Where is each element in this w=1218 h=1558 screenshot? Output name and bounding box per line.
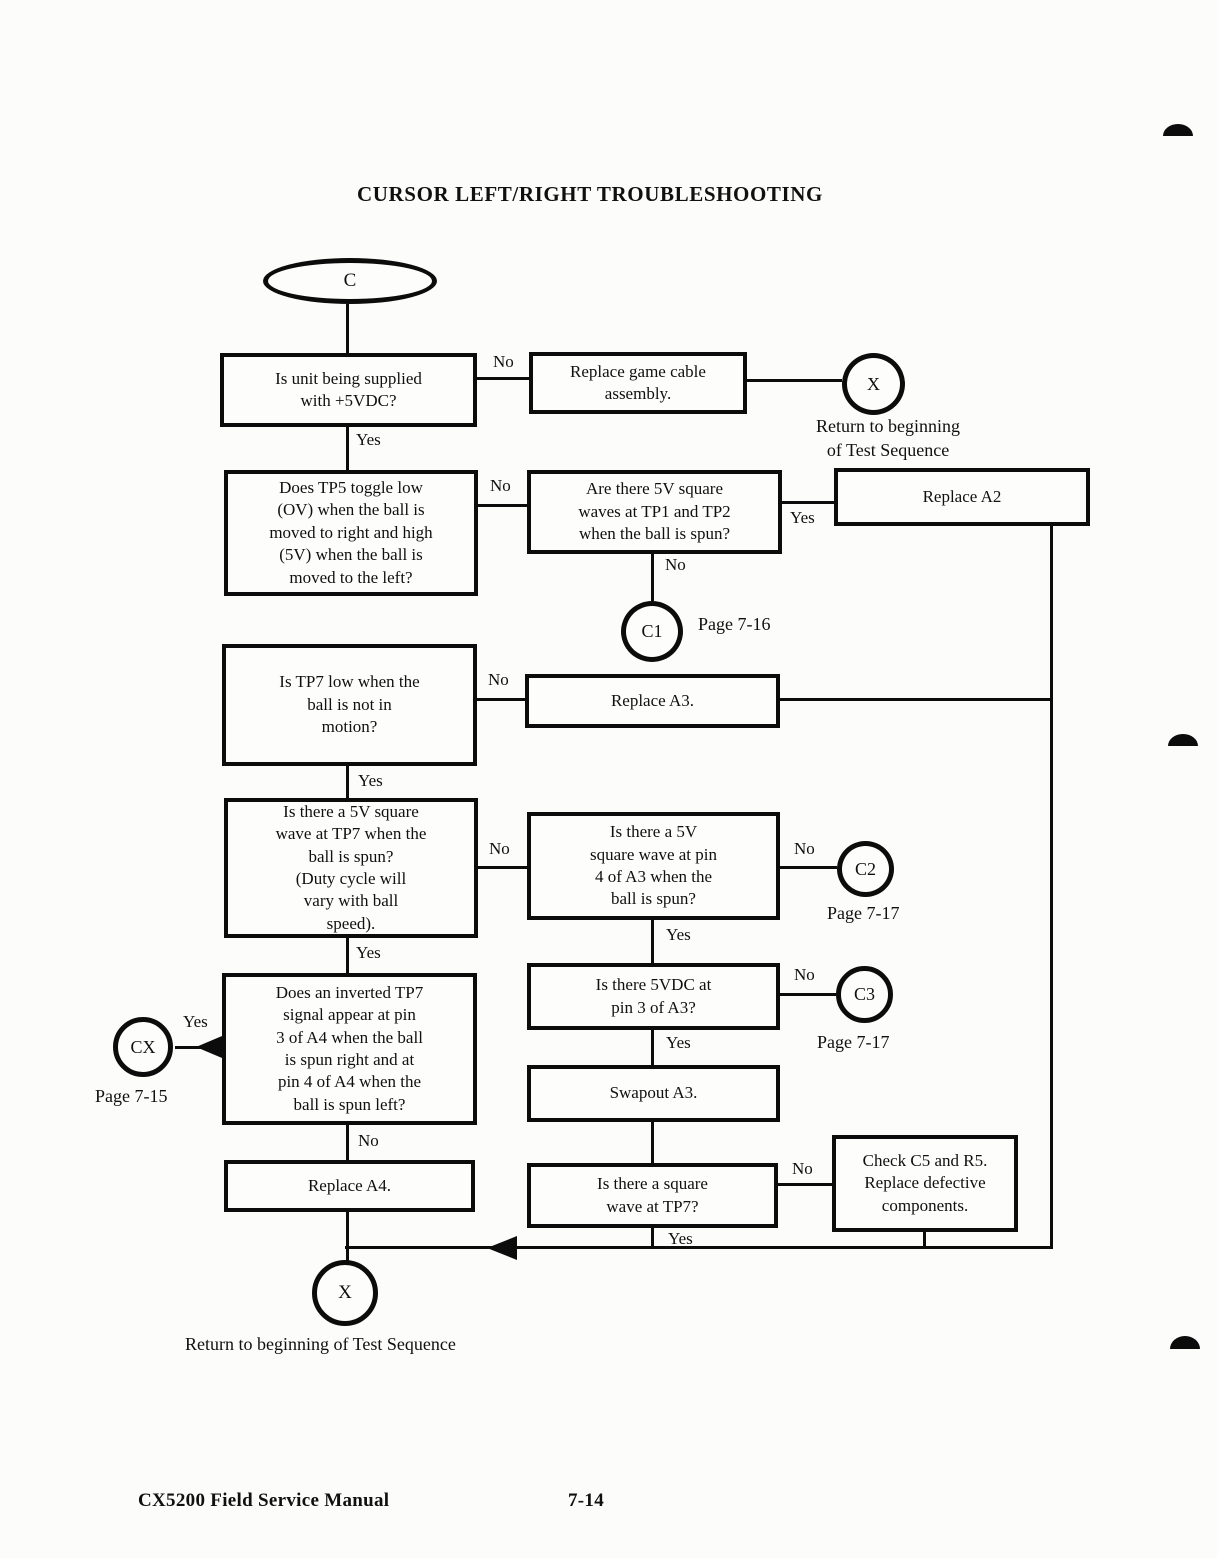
connector-qtp7low-no (477, 698, 525, 701)
arrowhead-bottom-return (487, 1236, 517, 1260)
connector-qpin4-no (780, 866, 837, 869)
action-replace-a2: Replace A2 (834, 468, 1090, 526)
x-terminal-top-label: X (867, 373, 880, 394)
connector-qsqtp7-yes (651, 1228, 654, 1248)
action-replace-game-cable: Replace game cable assembly. (529, 352, 747, 414)
connector-right-return-line (1050, 526, 1053, 1248)
decision-pin4-a3: Is there a 5V square wave at pin 4 of A3… (527, 812, 780, 920)
action-replace-a3: Replace A3. (525, 674, 780, 728)
yes-label: Yes (666, 925, 691, 944)
yes-label: Yes (183, 1012, 208, 1031)
action-replace-a4: Replace A4. (224, 1160, 475, 1212)
footer-page-number: 7-14 (568, 1490, 605, 1511)
c3-terminal-label: C3 (853, 984, 875, 1004)
connector-qtp7low-yes (346, 766, 349, 798)
c2-terminal-label: C2 (854, 858, 876, 879)
binding-mark-bottom (1170, 1336, 1200, 1349)
connector-qinverted-no (346, 1125, 349, 1160)
cx-connector-terminal: CX (113, 1017, 173, 1077)
yes-label: Yes (356, 943, 381, 962)
x-terminal-top: X (842, 353, 905, 415)
x-terminal-bottom-caption: Return to beginning of Test Sequence (185, 1334, 456, 1354)
connector-q5vdc-no (780, 993, 836, 996)
connector-a4-to-x (346, 1212, 349, 1262)
x-terminal-top-caption: Return to beginning of Test Sequence (816, 416, 960, 461)
no-label: No (358, 1131, 379, 1150)
decision-tp7-square-wave: Is there a 5V square wave at TP7 when th… (224, 798, 478, 938)
no-label: No (665, 555, 686, 574)
binding-mark-middle (1168, 734, 1198, 746)
connector-qtp7sq-no (478, 866, 527, 869)
yes-label: Yes (790, 508, 815, 527)
yes-label: Yes (358, 771, 383, 790)
arrowhead-to-cx (196, 1036, 222, 1058)
start-terminal: C (263, 258, 437, 304)
connector-a3-to-return-line (780, 698, 1050, 701)
cx-terminal-label: CX (130, 1036, 156, 1057)
c3-connector-terminal: C3 (836, 966, 893, 1023)
start-terminal-label: C (343, 270, 357, 291)
decision-tp5-toggle: Does TP5 toggle low (OV) when the ball i… (224, 470, 478, 596)
yes-label: Yes (668, 1229, 693, 1248)
connector-qtp7sq-yes (346, 938, 349, 973)
no-label: No (490, 476, 511, 495)
no-label: No (488, 670, 509, 689)
c2-page-ref: Page 7-17 (827, 903, 900, 923)
footer-manual-name: CX5200 Field Service Manual (138, 1490, 390, 1511)
c1-terminal-label: C1 (641, 621, 663, 641)
c2-connector-terminal: C2 (837, 841, 894, 897)
connector-bottom-return-line (345, 1246, 1053, 1249)
decision-square-wave-tp7: Is there a square wave at TP7? (527, 1163, 778, 1228)
page-title: CURSOR LEFT/RIGHT TROUBLESHOOTING (357, 182, 823, 206)
decision-inverted-tp7: Does an inverted TP7 signal appear at pi… (222, 973, 477, 1125)
connector-qpin4-yes (651, 920, 654, 963)
action-swapout-a3: Swapout A3. (527, 1065, 780, 1122)
decision-tp7-low: Is TP7 low when the ball is not in motio… (222, 644, 477, 766)
connector-qsqtp7-no (778, 1183, 832, 1186)
binding-mark-top (1163, 124, 1193, 136)
decision-5v-waves-tp1-tp2: Are there 5V square waves at TP1 and TP2… (527, 470, 782, 554)
connector-start-to-qsupply (346, 304, 349, 353)
x-terminal-bottom-label: X (338, 1282, 352, 1303)
no-label: No (794, 839, 815, 858)
decision-unit-supplied-5vdc: Is unit being supplied with +5VDC? (220, 353, 477, 427)
no-label: No (792, 1159, 813, 1178)
no-label: No (489, 839, 510, 858)
decision-5vdc-pin3-a3: Is there 5VDC at pin 3 of A3? (527, 963, 780, 1030)
no-label: No (493, 352, 514, 371)
connector-qwaves-yes (782, 501, 834, 504)
connector-qtp5-no (478, 504, 527, 507)
connector-q5vdc-yes (651, 1030, 654, 1065)
no-label: No (794, 965, 815, 984)
connector-swap-to-qsqtp7 (651, 1122, 654, 1163)
c3-page-ref: Page 7-17 (817, 1032, 890, 1052)
connector-check-to-return-line (923, 1232, 926, 1248)
yes-label: Yes (666, 1033, 691, 1052)
connector-qsupply-no (477, 377, 529, 380)
connector-qwaves-no (651, 554, 654, 601)
c1-page-ref: Page 7-16 (698, 614, 771, 634)
cx-page-ref: Page 7-15 (95, 1086, 168, 1106)
x-terminal-bottom: X (312, 1260, 378, 1326)
c1-connector-terminal: C1 (621, 601, 683, 662)
connector-cable-to-x (747, 379, 842, 382)
connector-qsupply-yes (346, 427, 349, 470)
action-check-c5-r5: Check C5 and R5. Replace defective compo… (832, 1135, 1018, 1232)
yes-label: Yes (356, 430, 381, 449)
